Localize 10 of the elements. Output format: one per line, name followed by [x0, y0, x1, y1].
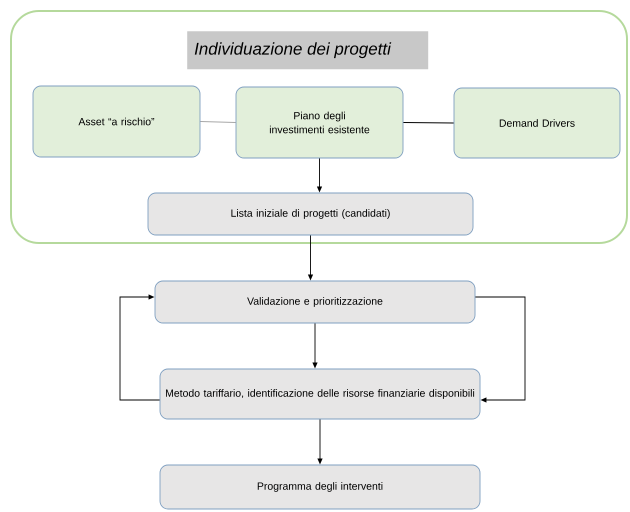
process-box: Validazione e prioritizzazione: [154, 280, 476, 324]
arrow: [475, 296, 526, 403]
title-banner: Individuazione dei progetti: [187, 31, 428, 70]
process-box: Programma degli interventi: [160, 464, 480, 510]
process-box: Lista iniziale di progetti (candidati): [148, 192, 474, 236]
arrow: [120, 294, 160, 400]
process-box: Demand Drivers: [454, 88, 620, 158]
process-box: Asset “a rischio”: [32, 86, 200, 158]
process-box: Metodo tariffario, identificazione delle risorse finanziarie disponibili: [160, 368, 480, 420]
process-box: Piano degli investimenti esistente: [236, 86, 404, 158]
